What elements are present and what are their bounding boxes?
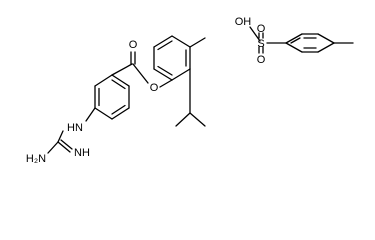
- benzoate-ring: [94, 74, 130, 120]
- sulfonic-acid-group: [249, 26, 287, 54]
- ester-group: [111, 51, 173, 88]
- amine-nh2-label: H₂N: [26, 153, 46, 165]
- amine-nh-label: HN: [67, 122, 83, 134]
- carbonyl-oxygen-label: O: [129, 39, 138, 51]
- structure-svg: O O HN NH H₂N OH S O O: [26, 16, 354, 165]
- sulfur-label: S: [257, 38, 264, 50]
- sulfonyl-oxygen-top-label: O: [257, 23, 266, 35]
- sulfonic-oh-label: OH: [235, 16, 252, 28]
- toluene-ring: [285, 33, 335, 53]
- ester-oxygen-label: O: [150, 82, 159, 94]
- isopropyl-methylphenyl-ring: [153, 35, 191, 81]
- sulfonyl-oxygen-bottom-label: O: [257, 54, 266, 66]
- isopropyl-group: [175, 68, 206, 127]
- guanidino-group: [47, 107, 96, 154]
- chemical-structure-diagram: O O HN NH H₂N OH S O O: [26, 16, 354, 165]
- imine-nh-label: NH: [74, 147, 90, 159]
- ring-methyl-bond: [189, 37, 206, 48]
